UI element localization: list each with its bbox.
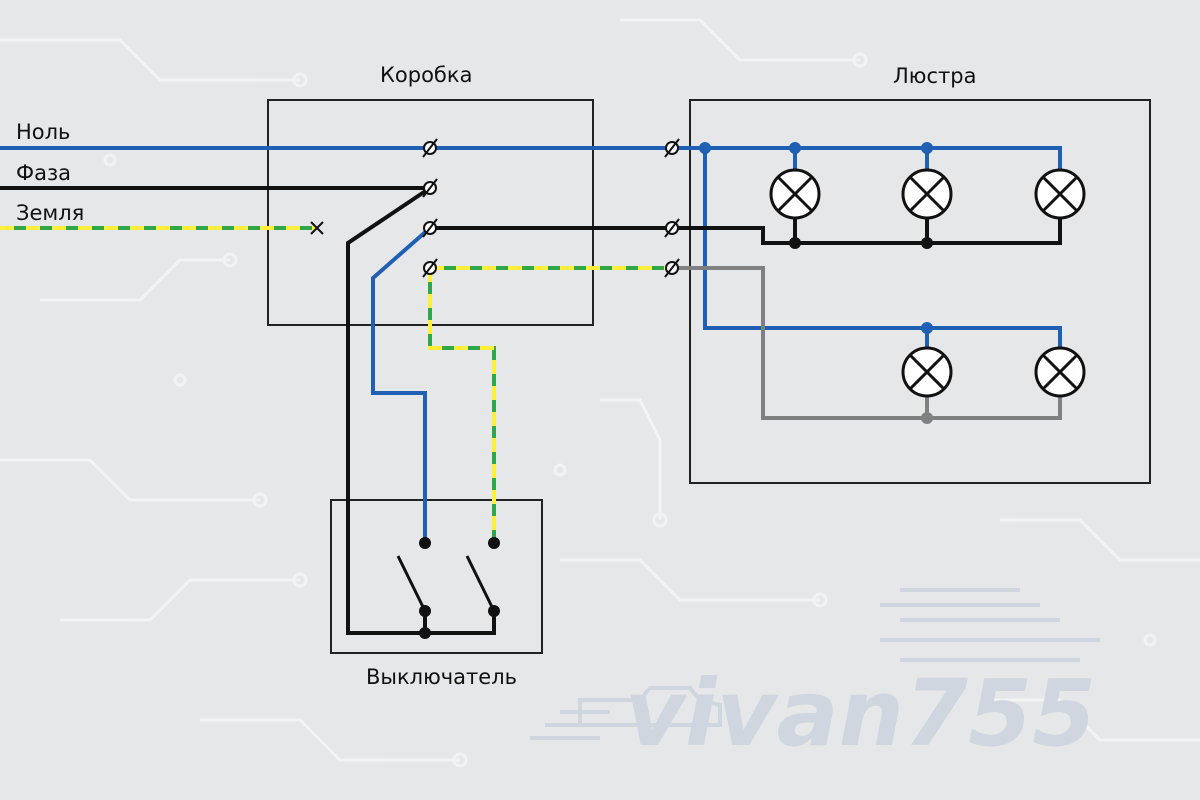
junction-dots [419, 237, 933, 639]
lamp-icon [1034, 346, 1086, 398]
watermark: vivan755 [530, 588, 1100, 767]
switch-key-1 [396, 555, 427, 612]
neutral-dots [699, 142, 933, 334]
ground-label: Земля [16, 201, 84, 225]
phase-wire [0, 186, 1062, 635]
terminal-icon [422, 178, 438, 198]
lamp-icon [769, 168, 821, 220]
terminal-icon [664, 138, 680, 158]
junction-box-label: Коробка [380, 63, 472, 87]
lamp-icon [901, 168, 953, 220]
chandelier-label: Люстра [893, 64, 976, 88]
lamp-return-wire [672, 266, 1062, 420]
switch-terminal-2-top [488, 537, 500, 549]
switch-key-2 [465, 555, 496, 612]
terminal-icon [422, 138, 438, 158]
switch-label: Выключатель [366, 665, 517, 689]
neutral-label: Ноль [16, 120, 70, 144]
terminal-icon [422, 258, 438, 278]
switch-common-dot [419, 627, 431, 639]
watermark-text: vivan755 [625, 660, 1096, 767]
return-dot [921, 412, 933, 424]
terminal-icon [664, 258, 680, 278]
watermark-car-icon [530, 588, 1100, 740]
switch-terminal-1-bottom [419, 605, 431, 617]
switch-terminal-2-bottom [488, 605, 500, 617]
phase-label: Фаза [16, 161, 71, 185]
circuit-background [0, 18, 1200, 768]
terminal-icon [664, 218, 680, 238]
lamp-icon [901, 346, 953, 398]
switch-frame [330, 499, 543, 654]
ground-wire [0, 221, 672, 543]
chandelier-frame [689, 99, 1151, 484]
lamps [769, 168, 1086, 398]
terminals [422, 138, 680, 278]
terminal-icon [422, 218, 438, 238]
switch-contacts [396, 555, 496, 612]
lamp-icon [1034, 168, 1086, 220]
switch-terminal-1-top [419, 537, 431, 549]
